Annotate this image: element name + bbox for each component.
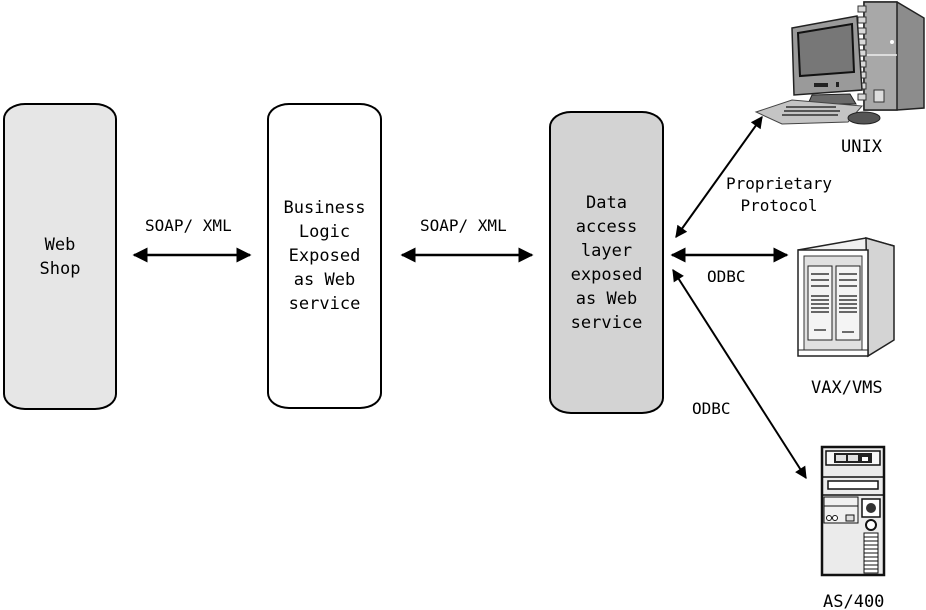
unix-label: UNIX [841,137,882,157]
desktop-computer-icon [754,1,925,125]
web-shop-label: Web Shop [39,234,81,279]
edge-dataaccess-unix [675,116,763,238]
edge-label-webshop-business: SOAP/ XML [145,216,232,235]
data-access-node: Data access layer exposed as Web service [549,111,664,414]
edge-label-business-dataaccess: SOAP/ XML [420,216,507,235]
server-cabinet-icon [797,237,895,358]
business-logic-label: Business Logic Exposed as Web service [283,198,366,314]
edge-dataaccess-as400 [672,268,807,480]
web-shop-node: Web Shop [3,103,117,410]
business-logic-node: Business Logic Exposed as Web service [267,103,382,409]
tower-server-icon [820,445,886,577]
data-access-label: Data access layer exposed as Web service [570,192,643,333]
vax-vms-label: VAX/VMS [811,378,883,398]
as400-label: AS/400 [823,592,885,610]
